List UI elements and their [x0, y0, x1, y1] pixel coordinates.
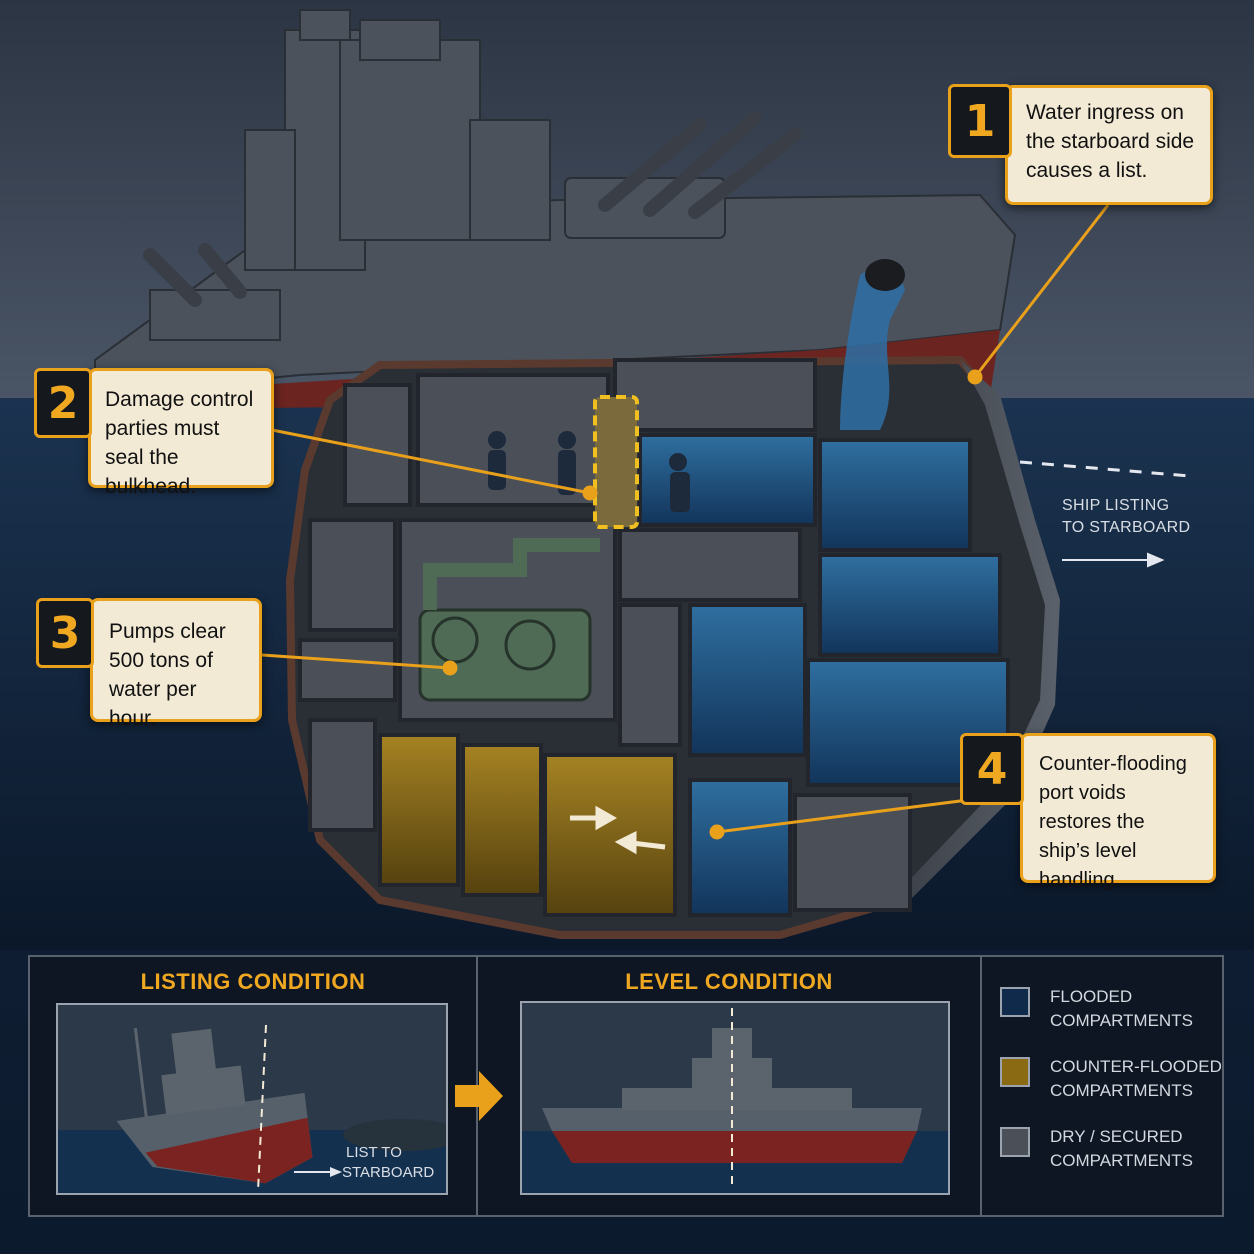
callout-water-ingress: Water ingress on the starboard side caus…: [1005, 85, 1213, 205]
bulkhead-door: [593, 395, 639, 529]
legend-label: FLOODED COMPARTMENTS: [1050, 987, 1193, 1030]
callout-number-4: 4: [960, 733, 1024, 805]
ship-cutaway-scene: [0, 0, 1254, 950]
leader-lines: [261, 204, 1110, 840]
transition-arrow-icon: [455, 1071, 503, 1121]
level-reference-line: [1019, 460, 1191, 478]
crew-figures: [488, 431, 690, 512]
legend-counter-flooded: COUNTER-FLOODED COMPARTMENTS: [1000, 1055, 1222, 1103]
callout-text: Water ingress on the starboard side caus…: [1026, 101, 1195, 182]
panel-divider: [980, 957, 982, 1215]
water-breach: [840, 267, 905, 430]
callout-text: Pumps clear 500 tons of water per hour.: [109, 620, 226, 730]
list-to-starboard-label: LIST TO STARBOARD: [342, 1144, 435, 1181]
dry-swatch: [1000, 1127, 1030, 1157]
callout-pumps: Pumps clear 500 tons of water per hour.: [90, 598, 262, 730]
counter-flooded-compartments: [378, 733, 677, 917]
comparison-panel: LISTING CONDITION LIST TO STARBOARD: [28, 955, 1224, 1217]
listing-ship-illustration: [58, 1005, 446, 1193]
list-arrow: [294, 1167, 342, 1177]
ship-superstructure: [94, 9, 1017, 397]
callout-text: Damage control parties must seal the bul…: [105, 388, 254, 498]
legend-label: DRY / SECURED COMPARTMENTS: [1050, 1127, 1193, 1170]
bilge-pumps: [418, 538, 600, 702]
listing-title: LISTING CONDITION: [140, 969, 366, 994]
hull-breach-hole: [865, 259, 905, 291]
counter-flooded-swatch: [1000, 1057, 1030, 1087]
listing-thumbnail: [56, 1003, 448, 1195]
ship-listing-label: SHIP LISTING TO STARBOARD: [1062, 497, 1191, 536]
level-thumbnail: [520, 1001, 950, 1195]
level-ship-illustration: [522, 1003, 948, 1193]
callout-text: Counter-flooding port voids restores the…: [1039, 753, 1187, 891]
level-title: LEVEL CONDITION: [625, 969, 833, 994]
flooded-compartments: [638, 433, 1010, 917]
legend-dry: DRY / SECURED COMPARTMENTS: [1000, 1125, 1193, 1173]
main-guns: [143, 111, 802, 307]
legend-flooded: FLOODED COMPARTMENTS: [1000, 985, 1193, 1033]
callout-counter-flooding: Counter-flooding port voids restores the…: [1020, 733, 1216, 891]
listing-arrow: [1062, 552, 1165, 568]
callout-number-1: 1: [948, 84, 1012, 158]
flow-arrows: [570, 805, 666, 855]
callout-seal-bulkhead: Damage control parties must seal the bul…: [88, 368, 274, 498]
legend-label: COUNTER-FLOODED COMPARTMENTS: [1050, 1057, 1222, 1100]
flooded-swatch: [1000, 987, 1030, 1017]
callout-number-2: 2: [34, 368, 92, 438]
callout-number-3: 3: [36, 598, 94, 668]
